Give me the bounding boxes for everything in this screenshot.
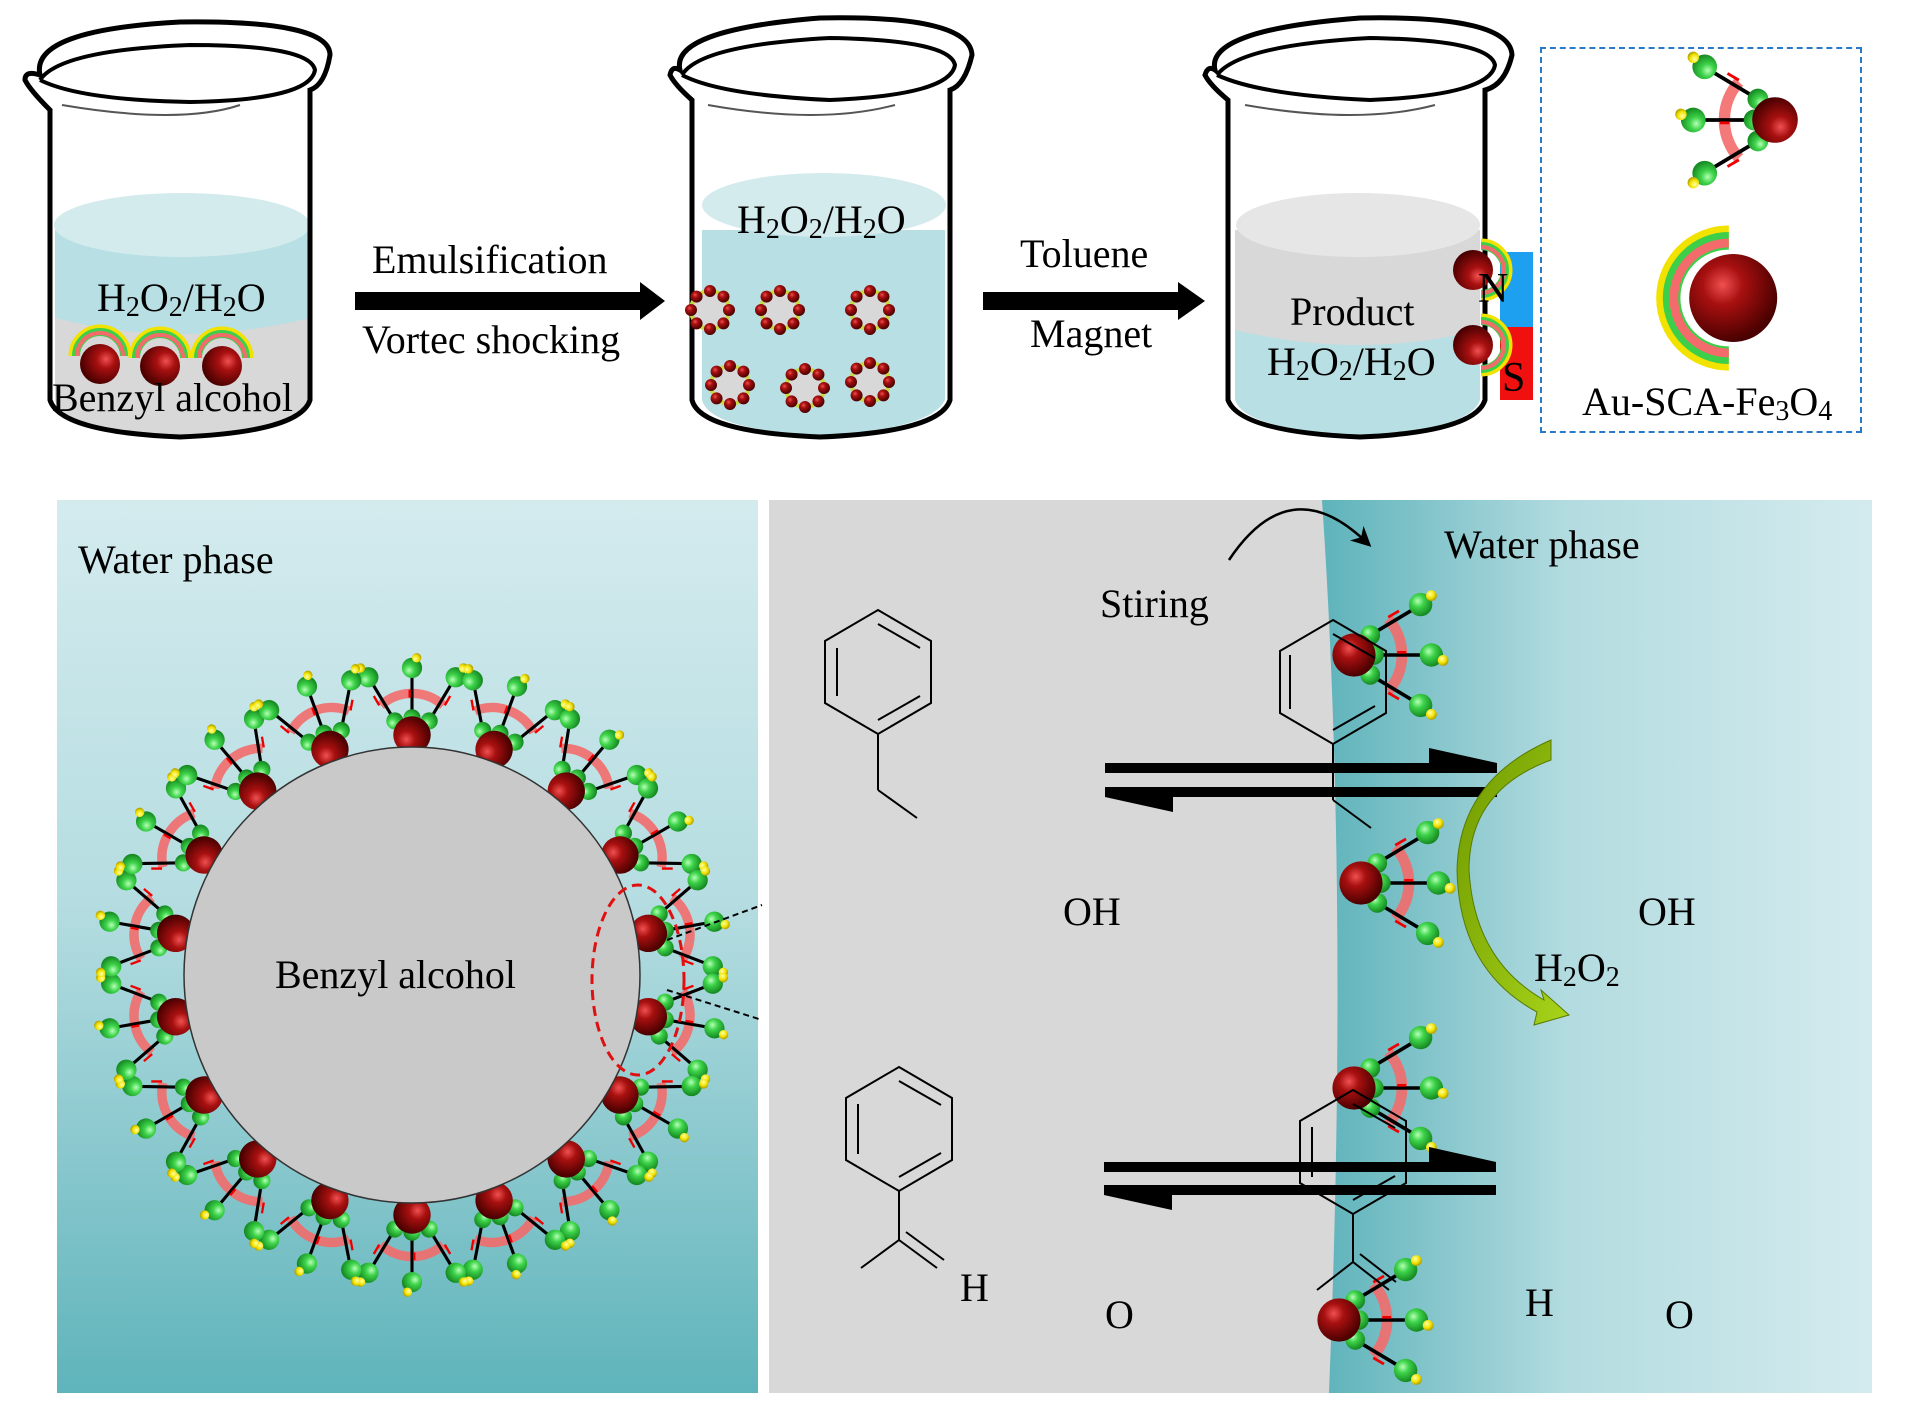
step-2-label-above: Toluene xyxy=(1020,231,1149,276)
legend-label: Au-SCA-Fe3O4 xyxy=(1582,379,1833,428)
right-water-phase-label: Water phase xyxy=(1444,522,1640,567)
emulsion-droplet xyxy=(845,357,895,407)
beaker-1-upper-label: H2O2/H2O xyxy=(97,275,266,324)
beaker-3-lower-label: H2O2/H2O xyxy=(1267,339,1436,388)
emulsion-droplet xyxy=(755,285,805,335)
oxidant-label: H2O2 xyxy=(1534,945,1620,994)
right-alcohol-oh-label: OH xyxy=(1638,889,1696,934)
right-aldehyde-o-label: O xyxy=(1665,1292,1694,1337)
step-1-label-above: Emulsification xyxy=(372,237,608,282)
beaker-1-lower-label: Benzyl alcohol xyxy=(52,375,294,420)
left-alcohol-oh-label: OH xyxy=(1063,889,1121,934)
emulsion-droplet xyxy=(780,363,830,413)
beaker-3-upper-label: Product xyxy=(1290,289,1415,334)
emulsion-droplet xyxy=(685,285,735,335)
left-aldehyde-h-label: H xyxy=(960,1265,989,1310)
legend-particle-icon xyxy=(1656,225,1778,371)
emulsion-droplet xyxy=(845,285,895,335)
beaker-2-label: H2O2/H2O xyxy=(737,197,906,246)
stirring-label: Stiring xyxy=(1100,581,1209,626)
legend-box xyxy=(1540,47,1862,433)
step-1-label-below: Vortec shocking xyxy=(362,317,621,362)
left-water-phase-label: Water phase xyxy=(78,537,274,582)
right-aldehyde-h-label: H xyxy=(1525,1280,1554,1325)
beaker-3 xyxy=(1202,15,1533,440)
step-2-arrow xyxy=(983,282,1205,320)
droplet-core-label: Benzyl alcohol xyxy=(275,952,517,997)
legend-ligand-icon xyxy=(1600,60,1820,240)
left-aldehyde-o-label: O xyxy=(1105,1292,1134,1337)
emulsion-droplet-panel xyxy=(57,500,763,1393)
emulsion-droplet xyxy=(705,360,755,410)
interface-panel xyxy=(769,500,1872,1393)
step-1-arrow xyxy=(355,282,665,320)
magnet-north-label: N xyxy=(1478,266,1509,312)
beaker-2 xyxy=(667,15,975,440)
step-2-label-below: Magnet xyxy=(1030,311,1153,356)
magnet-south-label: S xyxy=(1502,355,1526,401)
